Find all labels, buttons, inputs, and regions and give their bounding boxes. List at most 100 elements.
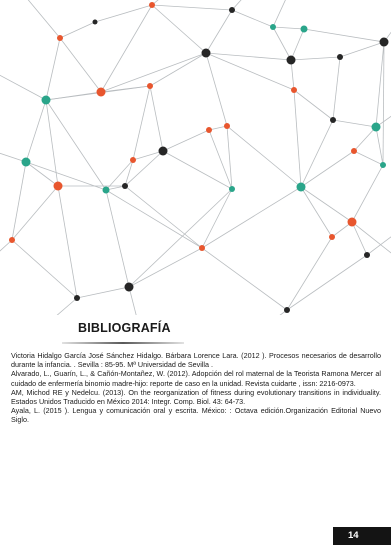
network-node bbox=[122, 183, 128, 189]
network-link bbox=[286, 236, 333, 311]
network-link bbox=[45, 99, 107, 191]
network-node bbox=[224, 123, 230, 129]
network-link bbox=[205, 52, 295, 91]
network-link bbox=[201, 247, 288, 311]
network-node bbox=[57, 35, 63, 41]
network-node bbox=[351, 148, 357, 154]
network-link bbox=[286, 254, 368, 311]
network-link bbox=[11, 239, 78, 299]
network-link bbox=[353, 126, 377, 152]
network-link bbox=[201, 186, 302, 249]
network-link bbox=[27, 0, 61, 39]
network-node bbox=[229, 7, 235, 13]
network-node bbox=[124, 282, 134, 292]
network-link bbox=[351, 221, 391, 254]
network-node bbox=[96, 87, 106, 97]
network-link bbox=[332, 56, 341, 121]
network-link bbox=[353, 150, 384, 166]
network-link bbox=[11, 185, 59, 241]
reference-item: AM, Michod RE y Nedelcu. (2013). On the … bbox=[11, 387, 381, 407]
network-node bbox=[53, 181, 63, 191]
network-link bbox=[375, 126, 384, 166]
reference-item: Alvarado, L., Guarín, L., & Cañón-Montañ… bbox=[11, 369, 381, 388]
network-node bbox=[9, 237, 15, 243]
network-illustration bbox=[0, 0, 391, 315]
network-link bbox=[132, 150, 164, 161]
network-link bbox=[124, 185, 203, 249]
network-node bbox=[330, 117, 336, 123]
network-link bbox=[339, 41, 385, 58]
network-link bbox=[351, 164, 384, 223]
network-link bbox=[303, 28, 385, 43]
network-node bbox=[199, 245, 205, 251]
reference-item: Ayala, L. (2015 ). Lengua y comunicación… bbox=[11, 406, 381, 425]
network-link bbox=[272, 26, 305, 30]
network-link bbox=[332, 119, 377, 128]
network-node bbox=[296, 182, 306, 192]
network-link bbox=[105, 159, 134, 191]
network-link bbox=[11, 161, 27, 241]
network-link bbox=[0, 152, 27, 163]
network-link bbox=[105, 189, 130, 288]
network-node bbox=[286, 55, 296, 65]
network-node bbox=[102, 186, 110, 194]
network-node bbox=[206, 127, 212, 133]
page-number-badge: 14 bbox=[333, 527, 391, 545]
network-link bbox=[231, 9, 274, 28]
network-node bbox=[201, 48, 211, 58]
network-link bbox=[45, 37, 61, 101]
network-node bbox=[291, 87, 297, 93]
network-link bbox=[290, 59, 295, 91]
network-link bbox=[226, 125, 233, 190]
network-link bbox=[383, 31, 391, 43]
network-node bbox=[347, 217, 357, 227]
network-link bbox=[132, 85, 151, 161]
network-node bbox=[130, 157, 136, 163]
network-link bbox=[124, 159, 134, 187]
network-link bbox=[59, 21, 96, 39]
network-node bbox=[92, 19, 98, 25]
network-link bbox=[366, 236, 391, 256]
network-link bbox=[0, 239, 13, 252]
network-node bbox=[329, 234, 335, 240]
network-node bbox=[379, 37, 389, 47]
network-link bbox=[205, 52, 292, 61]
network-node bbox=[158, 146, 168, 156]
network-link bbox=[151, 4, 233, 11]
reference-list: Victoria Hidalgo García José Sánchez Hid… bbox=[11, 351, 381, 425]
network-link bbox=[290, 56, 341, 61]
reference-item: Victoria Hidalgo García José Sánchez Hid… bbox=[11, 351, 381, 370]
network-link bbox=[226, 125, 302, 188]
network-link bbox=[59, 37, 102, 93]
network-node bbox=[371, 122, 381, 132]
network-node bbox=[21, 157, 31, 167]
page-title: BIBLIOGRAFÍA bbox=[78, 321, 171, 335]
network-link bbox=[128, 247, 203, 288]
network-link bbox=[94, 4, 153, 23]
network-link bbox=[25, 99, 47, 163]
network-link bbox=[128, 188, 233, 288]
network-link bbox=[149, 85, 164, 152]
network-link bbox=[300, 186, 333, 238]
network-node bbox=[270, 24, 276, 30]
network-link bbox=[208, 129, 233, 190]
network-node bbox=[147, 83, 153, 89]
network-link bbox=[300, 186, 353, 223]
network-link bbox=[375, 115, 391, 128]
network-link bbox=[76, 286, 130, 299]
network-link bbox=[25, 161, 59, 187]
network-link bbox=[105, 189, 203, 249]
network-link bbox=[205, 52, 228, 127]
network-node bbox=[380, 162, 386, 168]
network-link bbox=[231, 0, 242, 11]
network-link bbox=[205, 9, 233, 54]
network-link bbox=[57, 185, 78, 299]
network-link bbox=[151, 4, 207, 54]
network-link bbox=[208, 125, 228, 131]
network-link bbox=[300, 150, 355, 188]
network-node bbox=[74, 295, 80, 301]
network-link bbox=[382, 41, 385, 166]
network-link bbox=[0, 74, 47, 101]
network-link bbox=[300, 119, 334, 188]
network-link bbox=[56, 297, 78, 315]
